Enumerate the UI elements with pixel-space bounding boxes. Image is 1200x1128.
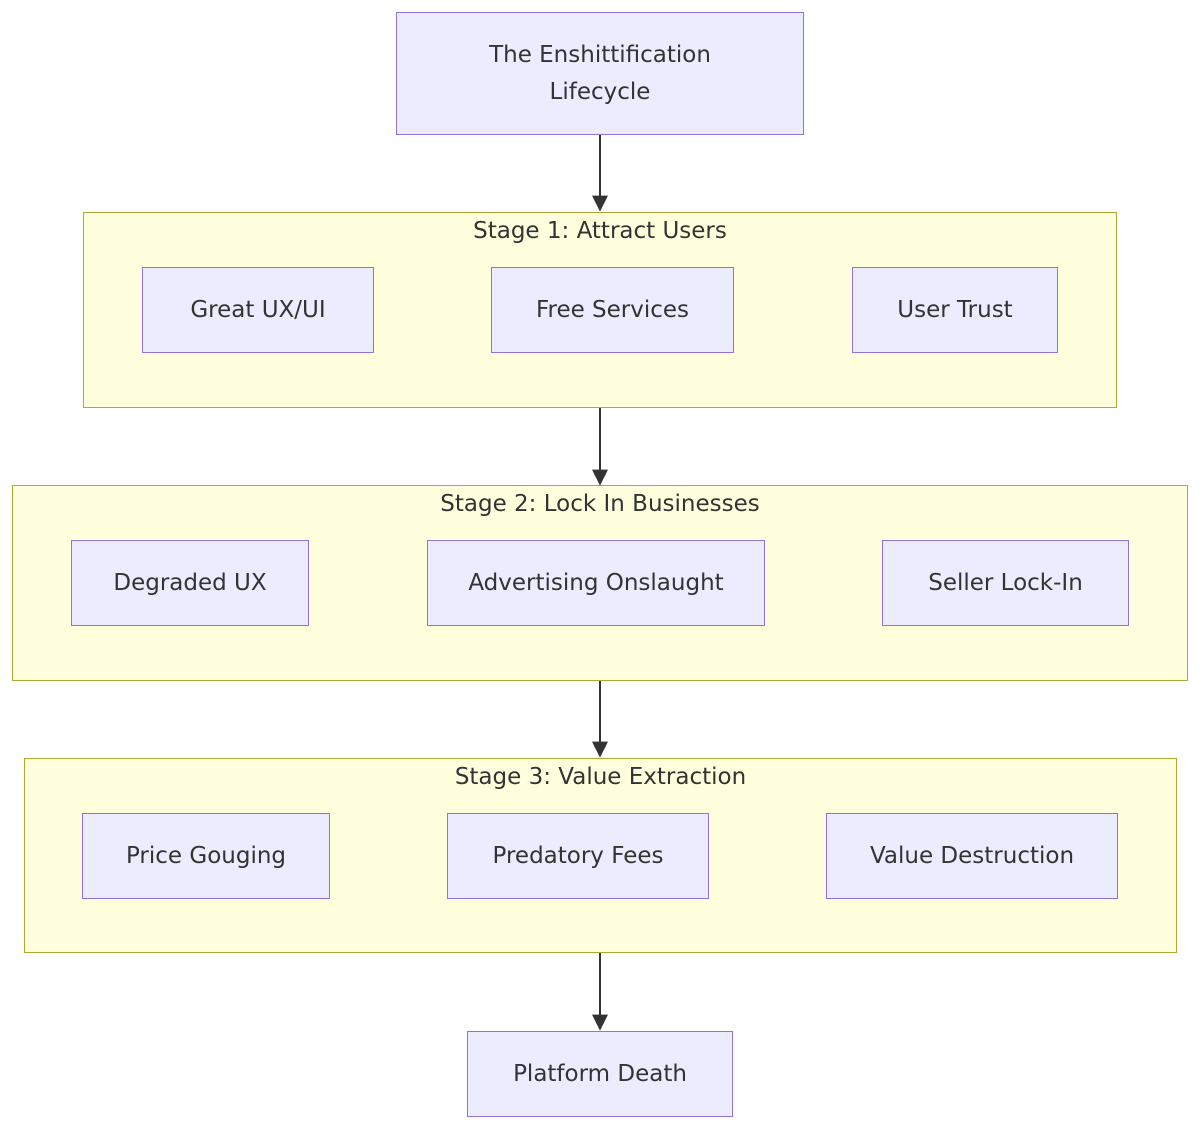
node-label: Predatory Fees bbox=[492, 842, 664, 869]
node-price-gouging: Price Gouging bbox=[82, 813, 330, 899]
node-degraded-ux: Degraded UX bbox=[71, 540, 309, 626]
node-label: Platform Death bbox=[513, 1060, 687, 1087]
node-great-ux-ui: Great UX/UI bbox=[142, 267, 374, 353]
node-label: Great UX/UI bbox=[190, 296, 326, 323]
node-label: Price Gouging bbox=[125, 842, 287, 869]
title-node-label: The Enshittification Lifecycle bbox=[489, 41, 711, 105]
stage-2-title: Stage 2: Lock In Businesses bbox=[440, 491, 760, 517]
node-value-destruction: Value Destruction bbox=[826, 813, 1118, 899]
node-label: Advertising Onslaught bbox=[468, 569, 724, 596]
node-label: Value Destruction bbox=[869, 842, 1075, 869]
node-advertising-onslaught: Advertising Onslaught bbox=[427, 540, 765, 626]
node-user-trust: User Trust bbox=[852, 267, 1058, 353]
node-seller-lock-in: Seller Lock-In bbox=[882, 540, 1129, 626]
stage-3-title: Stage 3: Value Extraction bbox=[454, 764, 747, 790]
node-free-services: Free Services bbox=[491, 267, 734, 353]
node-label: Free Services bbox=[535, 296, 690, 323]
node-platform-death: Platform Death bbox=[467, 1031, 733, 1117]
node-label: User Trust bbox=[897, 296, 1013, 323]
stage-1-title: Stage 1: Attract Users bbox=[473, 218, 727, 244]
node-predatory-fees: Predatory Fees bbox=[447, 813, 709, 899]
title-node: The Enshittification Lifecycle bbox=[396, 12, 804, 135]
node-label: Seller Lock-In bbox=[928, 569, 1083, 596]
node-label: Degraded UX bbox=[113, 569, 267, 596]
